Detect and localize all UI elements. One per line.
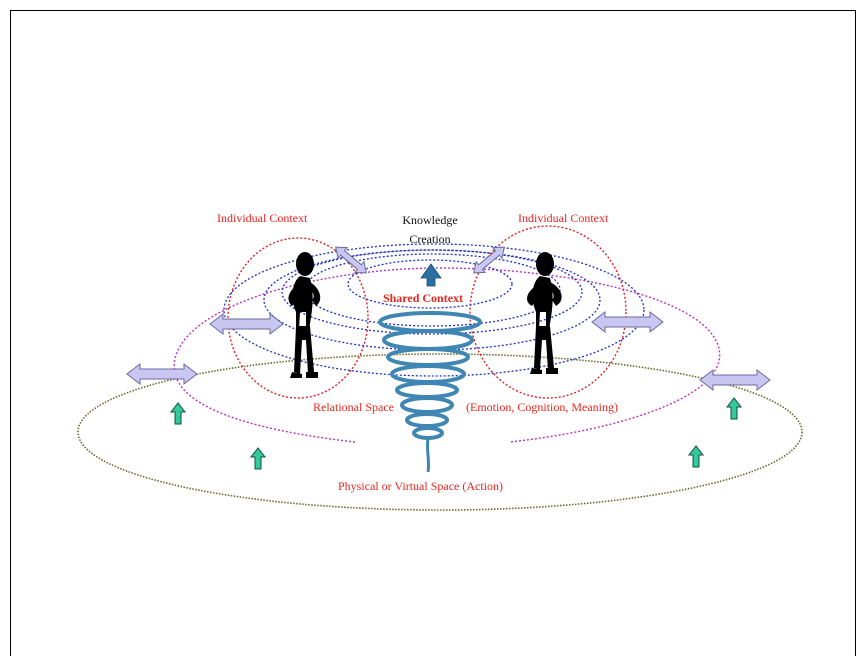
double-arrow-icon: [126, 362, 198, 386]
knowledge-creation-label-line1: Knowledge: [402, 213, 457, 227]
relational-space-ellipse: [173, 267, 721, 443]
double-arrow-icon: [591, 310, 664, 334]
relational-space-detail-label: (Emotion, Cognition, Meaning): [466, 400, 618, 414]
double-arrow-icon: [473, 246, 505, 274]
up-arrow-icon: [249, 447, 267, 470]
double-arrow-icon: [209, 312, 284, 336]
individual-context-ellipse-left: [227, 237, 369, 399]
up-arrow-icon: [687, 445, 705, 468]
person-figure-icon-left: [288, 252, 321, 378]
knowledge-creation-label-line2: Creation: [409, 232, 450, 246]
knowledge-arrow-icon: [420, 263, 442, 287]
person-figure-icon-right: [527, 252, 562, 374]
shared-context-label: Shared Context: [383, 291, 463, 305]
shared-context-ellipses: [223, 243, 645, 377]
relational-space-label: Relational Space: [313, 400, 394, 414]
up-arrow-icon: [725, 397, 743, 420]
individual-context-ellipse-right: [469, 225, 627, 399]
individual-context-label-left: Individual Context: [217, 211, 308, 225]
double-arrow-icon: [699, 368, 771, 392]
double-arrow-icon: [335, 246, 367, 274]
physical-space-ellipse: [77, 353, 803, 511]
spiral-icon: [378, 311, 482, 473]
physical-space-label: Physical or Virtual Space (Action): [338, 479, 503, 493]
individual-context-label-right: Individual Context: [518, 211, 609, 225]
up-arrow-icon: [169, 402, 187, 425]
